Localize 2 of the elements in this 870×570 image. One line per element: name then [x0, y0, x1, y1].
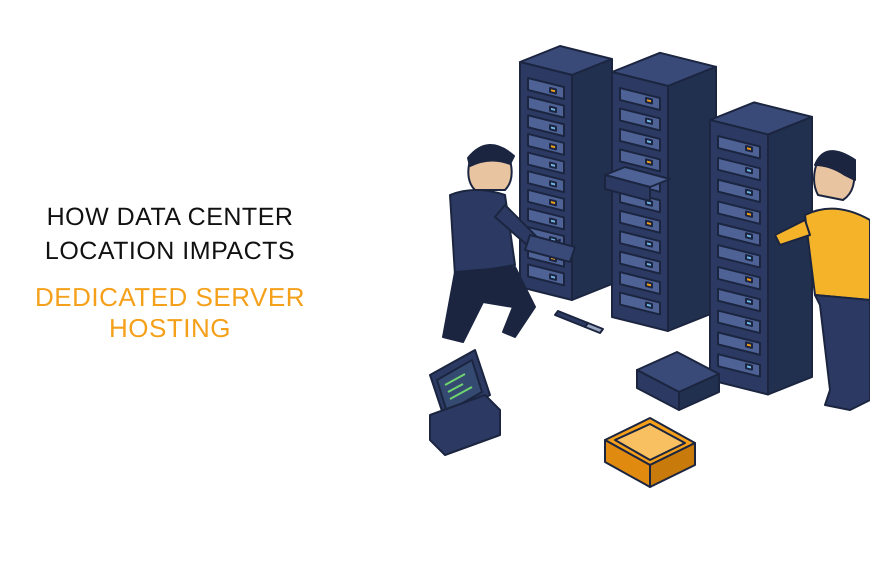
heading: HOW DATA CENTER LOCATION IMPACTS: [44, 202, 296, 267]
subheading: DEDICATED SERVER HOSTING: [34, 282, 306, 344]
